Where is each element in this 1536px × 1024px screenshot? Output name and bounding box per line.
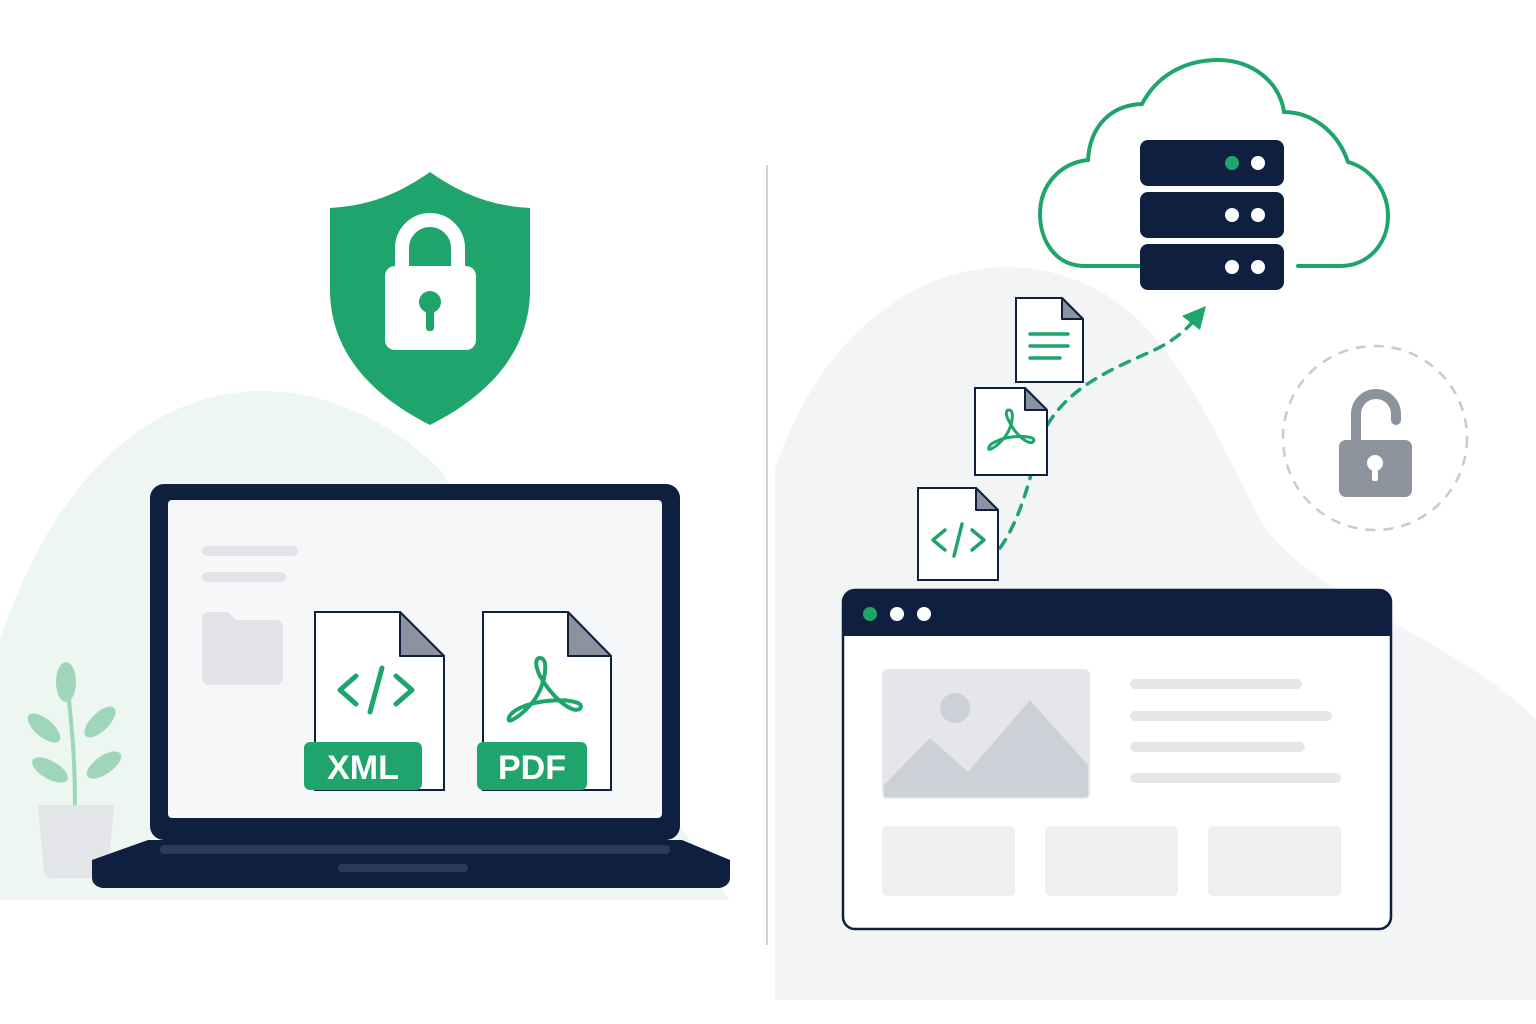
window-dot (917, 607, 931, 621)
screen-text-line (202, 572, 286, 582)
pdf-badge-label: PDF (498, 749, 566, 787)
browser-window (841, 588, 1393, 931)
window-dot (890, 607, 904, 621)
content-text-line (1130, 711, 1332, 721)
window-dot-green (863, 607, 877, 621)
potted-plant (27, 662, 122, 878)
content-text-line (1130, 679, 1302, 689)
code-icon (337, 665, 415, 715)
content-card (1208, 826, 1341, 896)
screen-text-line (202, 546, 298, 556)
acrobat-icon (506, 656, 583, 723)
image-placeholder (882, 669, 1090, 799)
uploading-document-file[interactable] (1015, 297, 1084, 383)
pdf-file[interactable]: PDF (477, 611, 612, 791)
content-card (882, 826, 1015, 896)
xml-badge-label: XML (327, 749, 399, 787)
pdf-badge (477, 742, 587, 790)
folder-icon (202, 612, 283, 685)
code-icon (931, 522, 986, 558)
shield-lock-icon (330, 172, 530, 425)
uploading-pdf-file[interactable] (974, 387, 1048, 476)
document-lines-icon (1028, 332, 1070, 360)
xml-file[interactable]: XML (304, 611, 445, 791)
open-padlock-icon (1281, 344, 1469, 532)
xml-badge (304, 742, 422, 790)
upload-path-arrow (998, 306, 1206, 550)
laptop: XML PDF (92, 484, 730, 888)
uploading-code-file[interactable] (917, 487, 999, 581)
content-text-line (1130, 742, 1305, 752)
acrobat-icon (987, 408, 1036, 451)
content-text-line (1130, 773, 1341, 783)
cloud-server-icon (1037, 57, 1391, 290)
content-card (1045, 826, 1178, 896)
